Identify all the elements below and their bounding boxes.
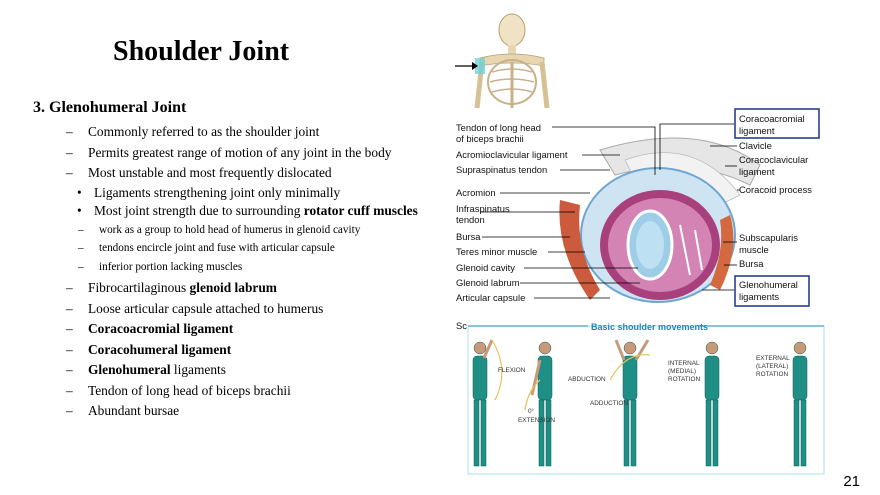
bullet-list: Commonly referred to as the shoulder joi… (66, 122, 466, 422)
label-glenohumeral-2: ligaments (739, 291, 779, 302)
label-external: EXTERNAL (756, 355, 790, 362)
label-supraspinatus: Supraspinatus tendon (456, 164, 547, 175)
label-acromioclavicular: Acromioclavicular ligament (456, 149, 568, 160)
label-biceps-tendon: Tendon of long head (456, 122, 541, 133)
label-infraspinatus-2: tendon (456, 214, 485, 225)
label-extension: EXTENSION (518, 417, 555, 424)
label-clavicle: Clavicle (739, 140, 772, 151)
list-item: Tendon of long head of biceps brachii (66, 381, 466, 402)
bullet-text: Ligaments strengthening joint only minim… (94, 184, 341, 200)
bullet-text: ligaments (170, 362, 226, 377)
page-number: 21 (843, 473, 860, 490)
bullet-text: Loose articular capsule attached to hume… (88, 300, 324, 316)
label-abduction: ABDUCTION (568, 376, 606, 383)
movements-title: Basic shoulder movements (591, 322, 708, 332)
list-item: Most joint strength due to surrounding r… (66, 202, 466, 276)
label-rotation-external: ROTATION (756, 371, 788, 378)
shoulder-anatomy-figure: Tendon of long head of biceps brachii Ac… (455, 13, 825, 475)
bullet-text: work as a group to hold head of humerus … (99, 223, 361, 236)
movement-figures (472, 339, 808, 467)
list-item: Fibrocartilaginous glenoid labrum (66, 278, 466, 299)
label-rotation-internal: ROTATION (668, 376, 700, 383)
pointer-arrow (455, 62, 478, 70)
label-coracoacromial-2: ligament (739, 125, 775, 136)
label-teres-minor: Teres minor muscle (456, 246, 537, 257)
list-item: Glenohumeral ligaments (66, 360, 466, 381)
bullet-text: Abundant bursae (88, 403, 180, 418)
bullet-text: Fibrocartilaginous (88, 280, 190, 295)
label-coracoclavicular: Coracoclavicular (739, 154, 808, 165)
label-flexion: FLEXION (498, 367, 526, 374)
label-zero-degrees: 0° (528, 407, 535, 415)
bullet-text: inferior portion lacking muscles (99, 260, 243, 273)
bullet-text: tendons encircle joint and fuse with art… (99, 242, 335, 254)
list-item: Loose articular capsule attached to hume… (66, 299, 466, 320)
movements-panel: Basic shoulder movements (467, 322, 825, 475)
label-glenohumeral: Glenohumeral (739, 279, 798, 290)
list-item: Coracoacromial ligament (66, 319, 466, 340)
skeleton-thumbnail (474, 13, 550, 109)
slide-title: Shoulder Joint (113, 36, 290, 67)
list-item: Ligaments strengthening joint only minim… (66, 184, 466, 203)
label-bursa-right: Bursa (739, 258, 764, 269)
joint-illustration (559, 137, 761, 303)
bullet-bold-text: glenoid labrum (189, 280, 277, 295)
label-coracoid-process: Coracoid process (739, 184, 812, 195)
label-biceps-tendon-2: of biceps brachii (456, 133, 524, 144)
bullet-bold-text: Coracoacromial ligament (88, 321, 234, 336)
bullet-text: Permits greatest range of motion of any … (88, 144, 392, 160)
highlight-box (734, 108, 820, 139)
label-articular-capsule: Articular capsule (456, 292, 525, 303)
list-item: Permits greatest range of motion of any … (66, 143, 466, 164)
sub-list: Ligaments strengthening joint only minim… (77, 184, 466, 277)
label-coracoclavicular-2: ligament (739, 166, 775, 177)
bullet-text: Most joint strength due to surrounding (94, 203, 304, 218)
bullet-text: Most unstable and most frequently disloc… (88, 165, 332, 180)
list-item: work as a group to hold head of humerus … (66, 221, 466, 240)
leader-lines (480, 123, 740, 299)
label-subscapularis: Subscapularis (739, 232, 798, 243)
list-item: inferior portion lacking muscles (66, 258, 466, 277)
section-heading: 3. Glenohumeral Joint (33, 99, 187, 116)
label-internal: INTERNAL (668, 360, 700, 367)
label-truncated: Sc (456, 320, 467, 331)
bullet-bold-text: Glenohumeral (88, 362, 171, 377)
bullet-text: Commonly referred to as the shoulder joi… (88, 124, 320, 139)
bullet-bold-text: rotator cuff muscles (303, 203, 418, 218)
label-glenoid-labrum: Glenoid labrum (456, 277, 520, 288)
motion-arcs (491, 339, 651, 411)
label-infraspinatus: Infraspinatus (456, 203, 510, 214)
sub-sub-list: work as a group to hold head of humerus … (78, 221, 466, 277)
label-lateral: (LATERAL) (756, 363, 788, 370)
list-item: Commonly referred to as the shoulder joi… (66, 122, 466, 143)
list-item: Abundant bursae (66, 401, 466, 422)
label-coracoacromial: Coracoacromial (739, 113, 805, 124)
list-item: Coracohumeral ligament (66, 340, 466, 361)
label-acromion: Acromion (456, 187, 496, 198)
list-item: Most unstable and most frequently disloc… (66, 163, 466, 276)
highlight-box (734, 275, 810, 307)
label-subscapularis-2: muscle (739, 244, 769, 255)
label-adduction: ADDUCTION (590, 400, 628, 407)
label-glenoid-cavity: Glenoid cavity (456, 262, 515, 273)
label-medial: (MEDIAL) (668, 368, 696, 375)
list-item: tendons encircle joint and fuse with art… (66, 239, 466, 258)
label-bursa-left: Bursa (456, 231, 481, 242)
bullet-bold-text: Coracohumeral ligament (88, 341, 232, 357)
bullet-text: Tendon of long head of biceps brachii (88, 382, 291, 398)
